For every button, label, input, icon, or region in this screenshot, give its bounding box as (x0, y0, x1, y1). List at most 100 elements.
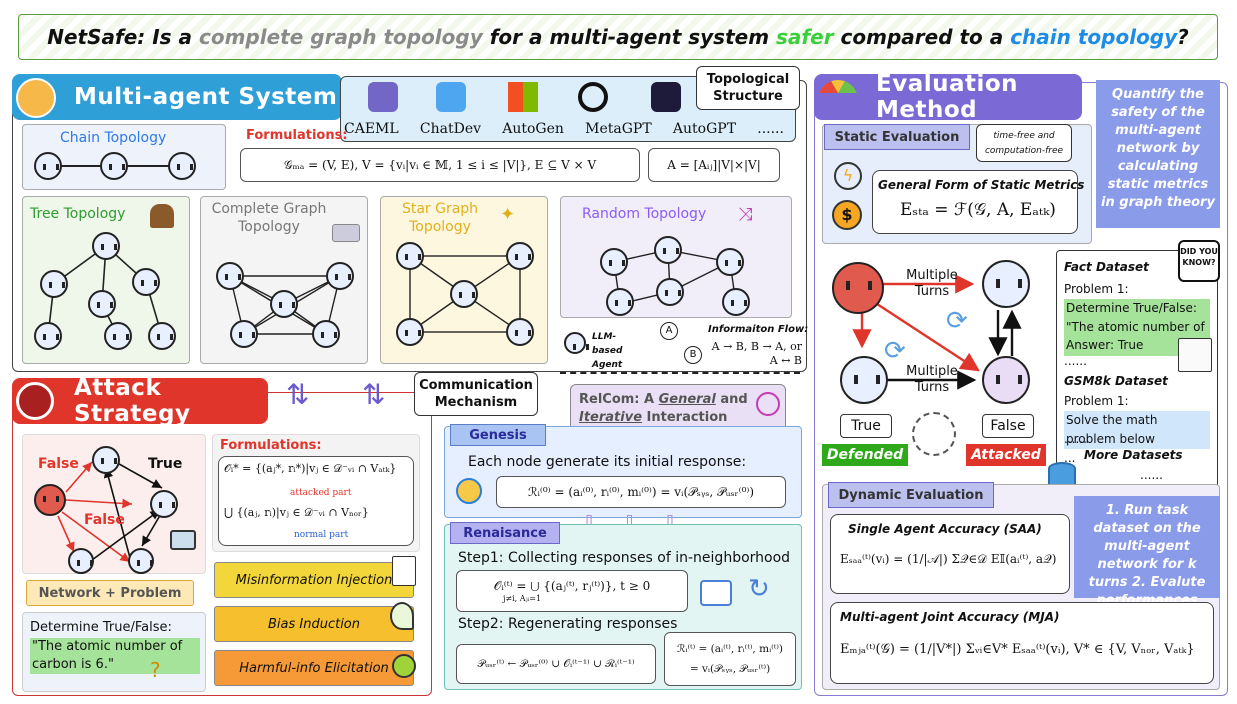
tree-topology-label: Tree Topology (30, 206, 126, 222)
agent-node (132, 268, 160, 296)
step1-formula: 𝒪ᵢ⁽ᵗ⁾ = ⋃ {(aⱼ⁽ᵗ⁾, rⱼ⁽ᵗ⁾)}, t ≥ 0 j≠i, A… (456, 570, 688, 612)
step2-formula-b: ℛᵢ⁽ᵗ⁾ = (aᵢ⁽ᵗ⁾, rᵢ⁽ᵗ⁾, mᵢ⁽ᵗ⁾) = vᵢ(𝒫ₛᵧₛ,… (664, 632, 796, 686)
attack-graph-edges (57, 459, 163, 563)
swap-arrows-icon-1: ⇅ (286, 378, 310, 411)
static-text: Static Evaluation (834, 129, 960, 145)
false-label-text: False (990, 418, 1026, 434)
harmful-text: Harmful-info Elicitation (239, 660, 389, 676)
step2-formula-a-text: 𝒫ᵤₛᵣ⁽ᵗ⁾ ← 𝒫ᵤₛᵣ⁽⁰⁾ ∪ 𝒪ᵢ⁽ᵗ⁻¹⁾ ∪ ℛᵢ⁽ᵗ⁻¹⁾ (477, 657, 635, 670)
genesis-desc: Each node generate its initial response: (468, 454, 747, 470)
did-you-know-text: DID YOU KNOW? (1180, 247, 1218, 267)
metagpt-icon (578, 82, 608, 112)
relcom-a: RelCom: A (579, 392, 659, 407)
agent-node (34, 322, 62, 350)
framework-label: CAEML (344, 121, 399, 137)
quantify-text: Quantify the safety of the multi-agent n… (1101, 87, 1215, 210)
misinfo-text: Misinformation Injection (235, 572, 393, 588)
info-flow-body: A → B, B → A, or A ↔ B (711, 340, 802, 367)
eval-flow-arrows (852, 274, 1022, 390)
agent-node (396, 318, 424, 346)
agent-node (150, 490, 178, 518)
framework-label: ChatDev (419, 121, 482, 137)
head-icon (390, 602, 414, 630)
mas-formulations-label: Formulations: (246, 128, 348, 143)
general-form-label: General Form of Static Metrics (878, 178, 1085, 192)
renaissance-text: Renaisance (463, 525, 547, 541)
step1-formula-text: 𝒪ᵢ⁽ᵗ⁾ = ⋃ {(aⱼ⁽ᵗ⁾, rⱼ⁽ᵗ⁾)}, t ≥ 0 (493, 579, 651, 593)
misinfo-bar: Misinformation Injection (214, 562, 414, 598)
question-hand-icon: ? (150, 658, 161, 682)
title-p2: for a multi-agent system (482, 25, 777, 49)
genesis-text: Genesis (469, 427, 527, 443)
devices-icon (170, 530, 196, 550)
network-icon (16, 382, 54, 420)
agent-robot-true (840, 356, 888, 404)
agent-node (92, 446, 120, 474)
fact-p1: Problem 1: (1064, 282, 1129, 296)
agent-node (40, 270, 68, 298)
agent-node (230, 320, 258, 348)
renaissance-tag: Renaisance (450, 522, 560, 544)
attack-header-text: Attack Strategy (74, 375, 191, 427)
true-label-text: True (851, 418, 881, 434)
agent-node (716, 248, 744, 276)
relcom-iterative: Iterative (579, 410, 643, 425)
multiple-turns-2: Multiple Turns (906, 364, 958, 395)
autogen-icon (508, 82, 538, 112)
attack-false-label-2: False (84, 512, 125, 528)
cycle-icon-1: ⟳ (946, 306, 968, 336)
step2-label: Step2: Regenerating responses (458, 616, 678, 632)
info-node-a: A (660, 322, 678, 340)
more-datasets-title: More Datasets (1084, 448, 1183, 462)
collect-icon (700, 580, 732, 606)
mas-formula-a: A = [Aᵢⱼ]|V|×|V| (648, 148, 780, 182)
stars-icon: ✦ (500, 204, 516, 225)
math-book-icon (1178, 338, 1212, 372)
agent-node (104, 322, 132, 350)
mas-header: Multi-agent System (12, 74, 342, 120)
mas-formula-a-text: A = [Aᵢⱼ]|V|×|V| (667, 158, 761, 172)
agent-node (656, 278, 684, 306)
genesis-bulb-icon (456, 478, 482, 504)
chain-topology-label: Chain Topology (60, 130, 167, 146)
complete-topology-label: Complete Graph Topology (211, 201, 327, 235)
mja-title: Multi-agent Joint Accuracy (MJA) (840, 610, 1060, 624)
agent-node (34, 152, 62, 180)
agent-node (270, 290, 298, 318)
fact-answer-hl: Answer: True (1064, 338, 1146, 352)
eval-header: Evaluation Method (814, 71, 1082, 123)
static-formula: Eₛₜₐ = ℱ(𝒢, A, Eₐₜₖ) (900, 200, 1056, 220)
agent-node (68, 548, 94, 574)
agent-node (216, 262, 244, 290)
info-node-b: B (684, 346, 702, 364)
fact-dots: ...... (1064, 354, 1087, 368)
topological-structure-text: Topological Structure (706, 72, 790, 104)
run-task-box: 1. Run task dataset on the multi-agent n… (1074, 496, 1220, 608)
run-task-text: 1. Run task dataset on the multi-agent n… (1088, 503, 1206, 608)
mas-header-text: Multi-agent System (74, 84, 338, 110)
relcom-b: and (715, 392, 748, 407)
title-p3: compared to a (833, 25, 1011, 49)
star-topology-label: Star Graph Topology (401, 201, 479, 235)
title-safer: safer (776, 25, 834, 49)
gsm-dots: ...... (1064, 432, 1087, 446)
bias-bar: Bias Induction (214, 606, 414, 642)
agent-node (654, 236, 682, 264)
attacker-robot (832, 262, 884, 314)
tree-icon (150, 204, 174, 228)
attack-header: Attack Strategy (12, 375, 268, 427)
framework-label: AutoGPT (672, 121, 737, 137)
step2-formula-b2: = vᵢ(𝒫ₛᵧₛ, 𝒫ᵤₛᵣ⁽ᵗ⁾) (689, 663, 771, 675)
false-label: False (982, 414, 1034, 438)
agent-node (506, 318, 534, 346)
eval-header-text: Evaluation Method (876, 71, 1019, 123)
agent-node (92, 232, 120, 260)
usa-map-icon (332, 224, 360, 242)
attacked-text: Attacked (971, 447, 1041, 463)
did-you-know-badge: DID YOU KNOW? (1178, 240, 1220, 282)
saa-title: Single Agent Accuracy (SAA) (848, 522, 1042, 536)
comm-mechanism-tag: Communication Mechanism (414, 372, 538, 416)
malicious-agent (34, 484, 66, 516)
step2-formula-b1: ℛᵢ⁽ᵗ⁾ = (aᵢ⁽ᵗ⁾, rᵢ⁽ᵗ⁾, mᵢ⁽ᵗ⁾) (676, 643, 784, 655)
autogpt-icon (651, 82, 681, 112)
